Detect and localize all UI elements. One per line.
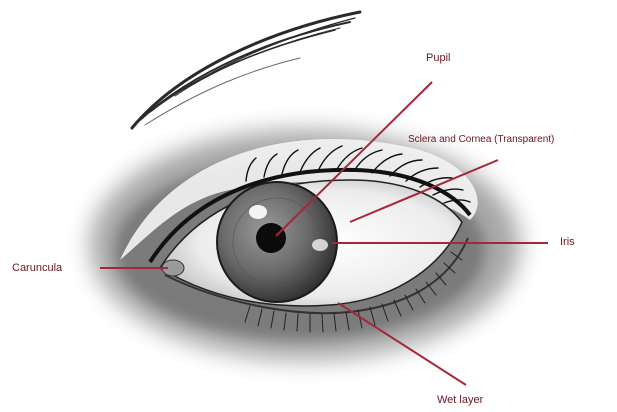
eyebrow bbox=[132, 12, 360, 128]
label-wet-layer: Wet layer bbox=[437, 394, 483, 406]
label-caruncula: Caruncula bbox=[12, 262, 62, 274]
label-iris: Iris bbox=[560, 236, 575, 248]
pupil bbox=[256, 223, 286, 253]
eye-reflection bbox=[249, 205, 267, 219]
label-sclera-cornea: Sclera and Cornea (Transparent) bbox=[408, 134, 554, 145]
label-pupil: Pupil bbox=[426, 52, 450, 64]
